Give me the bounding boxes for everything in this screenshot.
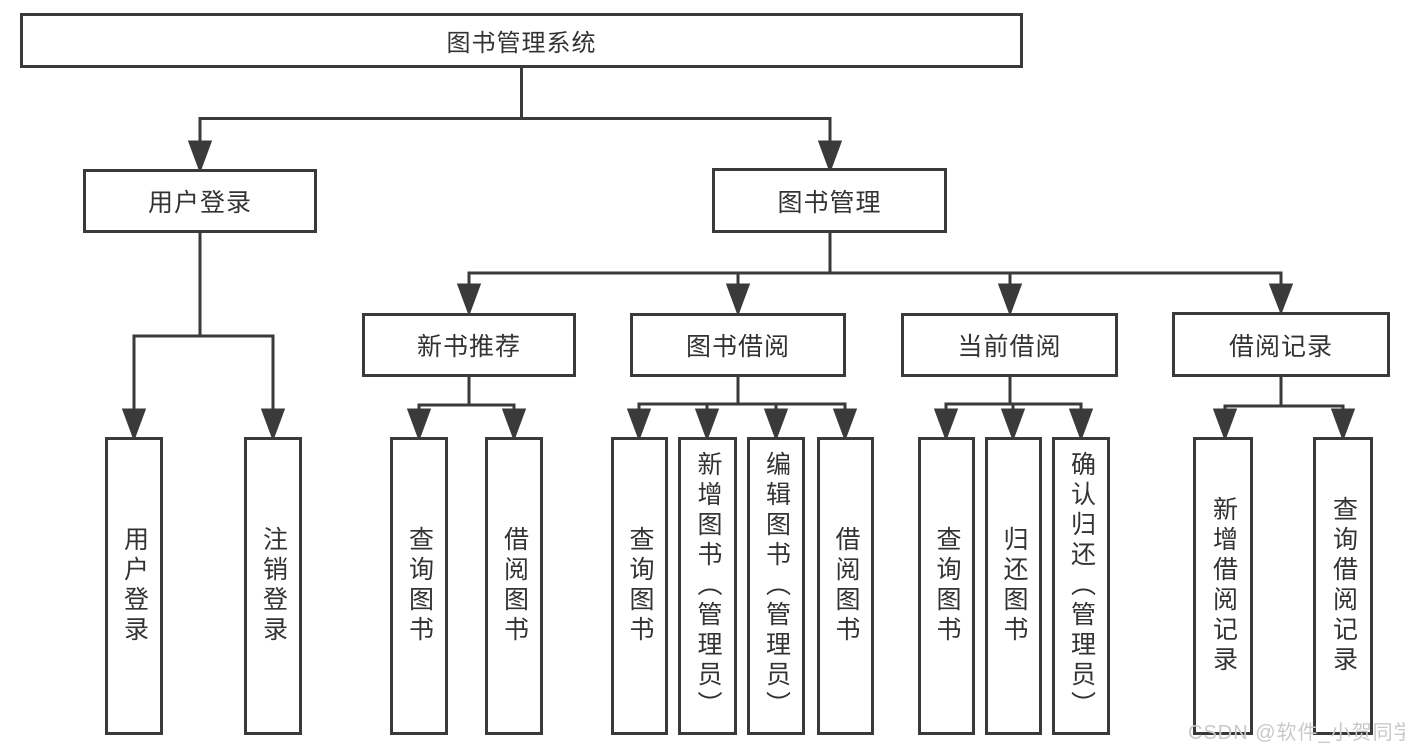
leaf-user-login-label: 用户登录 (120, 526, 149, 646)
leaf-br-add-record: 新增借阅记录 (1193, 437, 1253, 735)
node-user-login-label: 用户登录 (147, 189, 252, 217)
leaf-bb-add-books-admin: 新增图书（管理员） (678, 437, 737, 735)
leaf-cb-query-books: 查询图书 (918, 437, 975, 735)
leaf-br-query-record-label: 查询借阅记录 (1329, 496, 1358, 676)
leaf-bb-add-books-admin-label: 新增图书（管理员） (694, 451, 722, 721)
leaf-cb-return-books: 归还图书 (985, 437, 1042, 735)
leaf-br-query-record: 查询借阅记录 (1313, 437, 1373, 735)
watermark-csdn: CSDN @软件_小贺同学 (1188, 722, 1405, 744)
node-current-borrow: 当前借阅 (901, 313, 1118, 377)
node-borrow-records-label: 借阅记录 (1228, 332, 1333, 361)
node-user-login: 用户登录 (83, 169, 317, 233)
leaf-bb-edit-books-admin-label: 编辑图书（管理员） (762, 451, 791, 721)
leaf-cb-return-books-label: 归还图书 (1000, 526, 1028, 646)
node-new-book-recommend: 新书推荐 (362, 313, 576, 377)
node-borrow-records: 借阅记录 (1172, 312, 1390, 377)
leaf-logout-label: 注销登录 (259, 526, 288, 646)
node-new-book-recommend-label: 新书推荐 (416, 333, 521, 361)
leaf-nbr-borrow-books-label: 借阅图书 (500, 526, 529, 646)
node-root-label: 图书管理系统 (446, 30, 597, 57)
leaf-user-login: 用户登录 (105, 437, 163, 735)
leaf-bb-query-books-label: 查询图书 (626, 526, 654, 646)
leaf-bb-borrow-books: 借阅图书 (817, 437, 874, 735)
leaf-logout: 注销登录 (244, 437, 302, 735)
leaf-bb-query-books: 查询图书 (611, 437, 668, 735)
node-book-borrow-label: 图书借阅 (685, 333, 790, 361)
leaf-cb-confirm-return-admin-label: 确认归还（管理员） (1067, 451, 1096, 721)
leaf-nbr-query-books: 查询图书 (390, 437, 448, 735)
leaf-bb-borrow-books-label: 借阅图书 (832, 526, 860, 646)
node-book-management-label: 图书管理 (777, 188, 882, 217)
node-book-borrow: 图书借阅 (630, 313, 846, 377)
node-root: 图书管理系统 (20, 13, 1023, 68)
node-book-management: 图书管理 (712, 168, 947, 233)
leaf-nbr-borrow-books: 借阅图书 (485, 437, 543, 735)
leaf-nbr-query-books-label: 查询图书 (405, 526, 434, 646)
node-current-borrow-label: 当前借阅 (957, 333, 1062, 361)
leaf-cb-confirm-return-admin: 确认归还（管理员） (1052, 437, 1110, 735)
leaf-bb-edit-books-admin: 编辑图书（管理员） (747, 437, 805, 735)
leaf-cb-query-books-label: 查询图书 (933, 526, 961, 646)
leaf-br-add-record-label: 新增借阅记录 (1209, 496, 1238, 676)
